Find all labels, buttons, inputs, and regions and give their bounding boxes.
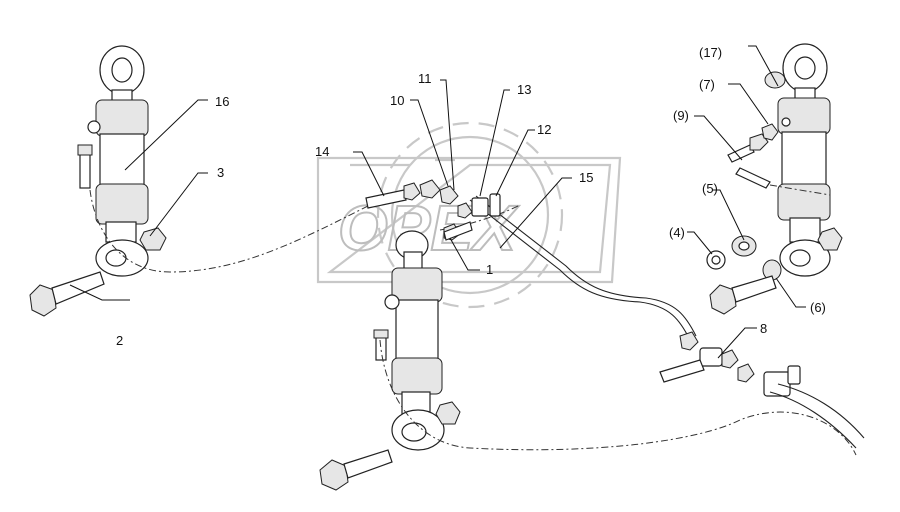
callout-10: 10	[390, 93, 404, 108]
callout-11: 11	[418, 71, 432, 86]
callout-8: 8	[760, 321, 767, 336]
callout-2: 2	[116, 333, 123, 348]
callout-6: (6)	[810, 300, 826, 315]
callout-9: (9)	[673, 108, 689, 123]
hydraulic-lines	[89, 179, 865, 456]
callout-16: 16	[215, 94, 229, 109]
callout-7: (7)	[699, 77, 715, 92]
callout-17: (17)	[699, 45, 722, 60]
callout-12: 12	[537, 122, 551, 137]
leader-lines	[69, 45, 806, 359]
callout-4: (4)	[669, 225, 685, 240]
callout-13: 13	[517, 82, 531, 97]
center-cylinder	[319, 230, 461, 491]
right-cylinder	[706, 43, 843, 315]
callout-3: 3	[217, 165, 224, 180]
callout-1: 1	[486, 262, 493, 277]
left-cylinder	[29, 45, 167, 317]
callout-5: (5)	[702, 181, 718, 196]
callout-15: 15	[579, 170, 593, 185]
callout-labels: 2 3 16 14 10 11 13 12 15 1 8 (17) (7) (9…	[116, 45, 826, 348]
callout-14: 14	[315, 144, 329, 159]
